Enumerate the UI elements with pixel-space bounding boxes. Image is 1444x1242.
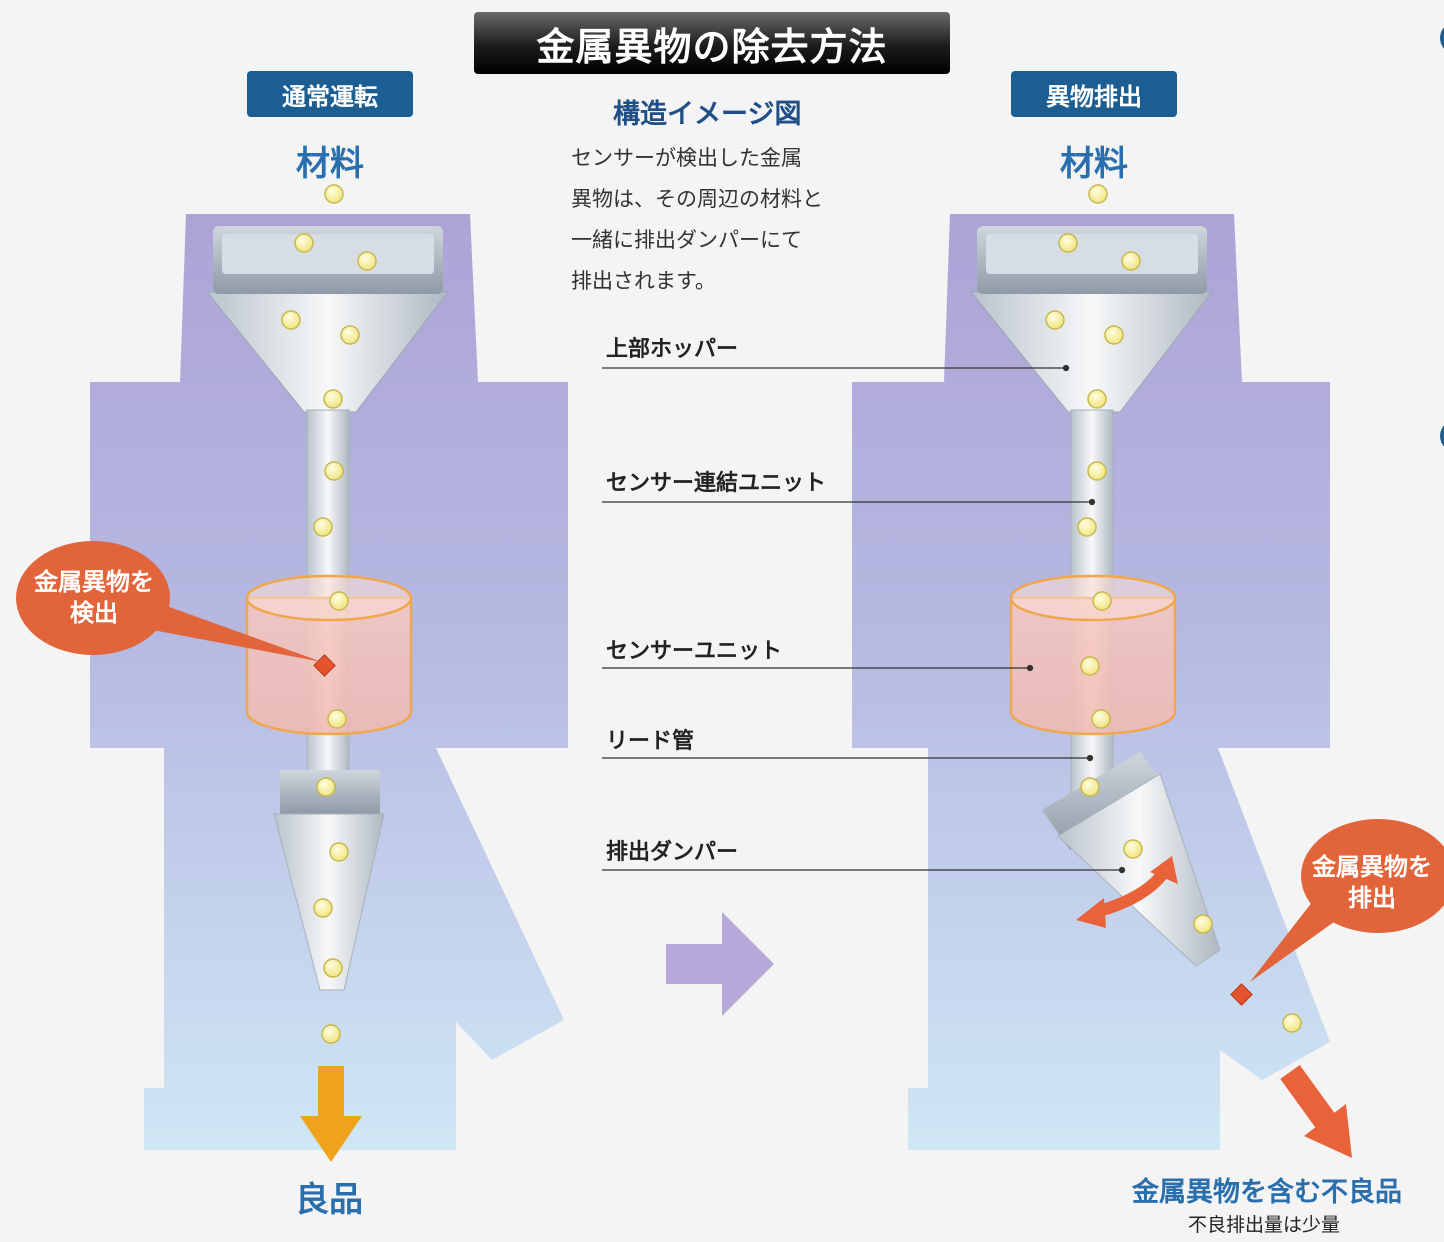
defect-amount-note: 不良排出量は少量 xyxy=(1188,1214,1341,1236)
part-leader-lines xyxy=(602,364,1126,874)
description-line: 排出されます。 xyxy=(571,269,716,293)
left-callout-text: 金属異物を 検出 xyxy=(16,567,172,629)
edge-marker xyxy=(1440,27,1444,49)
right-discharge-damper xyxy=(1042,752,1221,967)
left-callout-bubble xyxy=(16,541,322,662)
description: センサーが検出した金属 異物は、その周辺の材料と 一緒に排出ダンパーにて 排出さ… xyxy=(571,138,823,302)
part-label-discharge-damper: 排出ダンパー xyxy=(606,840,739,865)
left-foreign-object xyxy=(313,654,336,677)
left-material-label: 材料 xyxy=(296,144,364,184)
left-upper-hopper xyxy=(205,226,450,413)
damper-motion-arrow xyxy=(1094,868,1169,918)
right-callout-bubble xyxy=(1250,819,1444,982)
good-product-label: 良品 xyxy=(295,1180,363,1220)
diagram-subtitle: 構造イメージ図 xyxy=(613,99,802,130)
page-title: 金属異物の除去方法 xyxy=(474,12,950,74)
right-foreign-object xyxy=(1230,983,1253,1006)
defect-arrow xyxy=(1280,1064,1352,1158)
transition-arrow xyxy=(666,912,774,1016)
material-particles xyxy=(281,184,1302,1044)
damper-arrow-head-2 xyxy=(1150,856,1178,884)
part-label-sensor-unit: センサーユニット xyxy=(606,639,783,664)
part-label-upper-hopper: 上部ホッパー xyxy=(606,337,739,362)
callout-line: 金属異物を xyxy=(1312,853,1432,881)
edge-marker xyxy=(1440,425,1444,447)
right-upper-hopper xyxy=(969,226,1214,413)
part-label-sensor-coupling-unit: センサー連結ユニット xyxy=(606,471,827,496)
description-line: 異物は、その周辺の材料と xyxy=(571,187,823,211)
part-label-lead-tube: リード管 xyxy=(606,729,695,754)
description-line: 一緒に排出ダンパーにて xyxy=(571,228,802,252)
callout-line: 検出 xyxy=(70,599,118,627)
good-product-arrow xyxy=(300,1066,362,1162)
right-material-label: 材料 xyxy=(1060,144,1128,184)
left-sensor-unit xyxy=(245,574,413,736)
callout-line: 金属異物を xyxy=(34,568,154,596)
damper-arrow-head-1 xyxy=(1076,898,1106,928)
description-line: センサーが検出した金属 xyxy=(571,146,802,170)
callout-line: 排出 xyxy=(1348,884,1396,912)
right-callout-text: 金属異物を 排出 xyxy=(1300,852,1444,914)
defect-product-label: 金属異物を含む不良品 xyxy=(1132,1177,1402,1208)
ejection-mode-label: 異物排出 xyxy=(1011,71,1177,117)
normal-operation-label: 通常運転 xyxy=(247,71,413,117)
